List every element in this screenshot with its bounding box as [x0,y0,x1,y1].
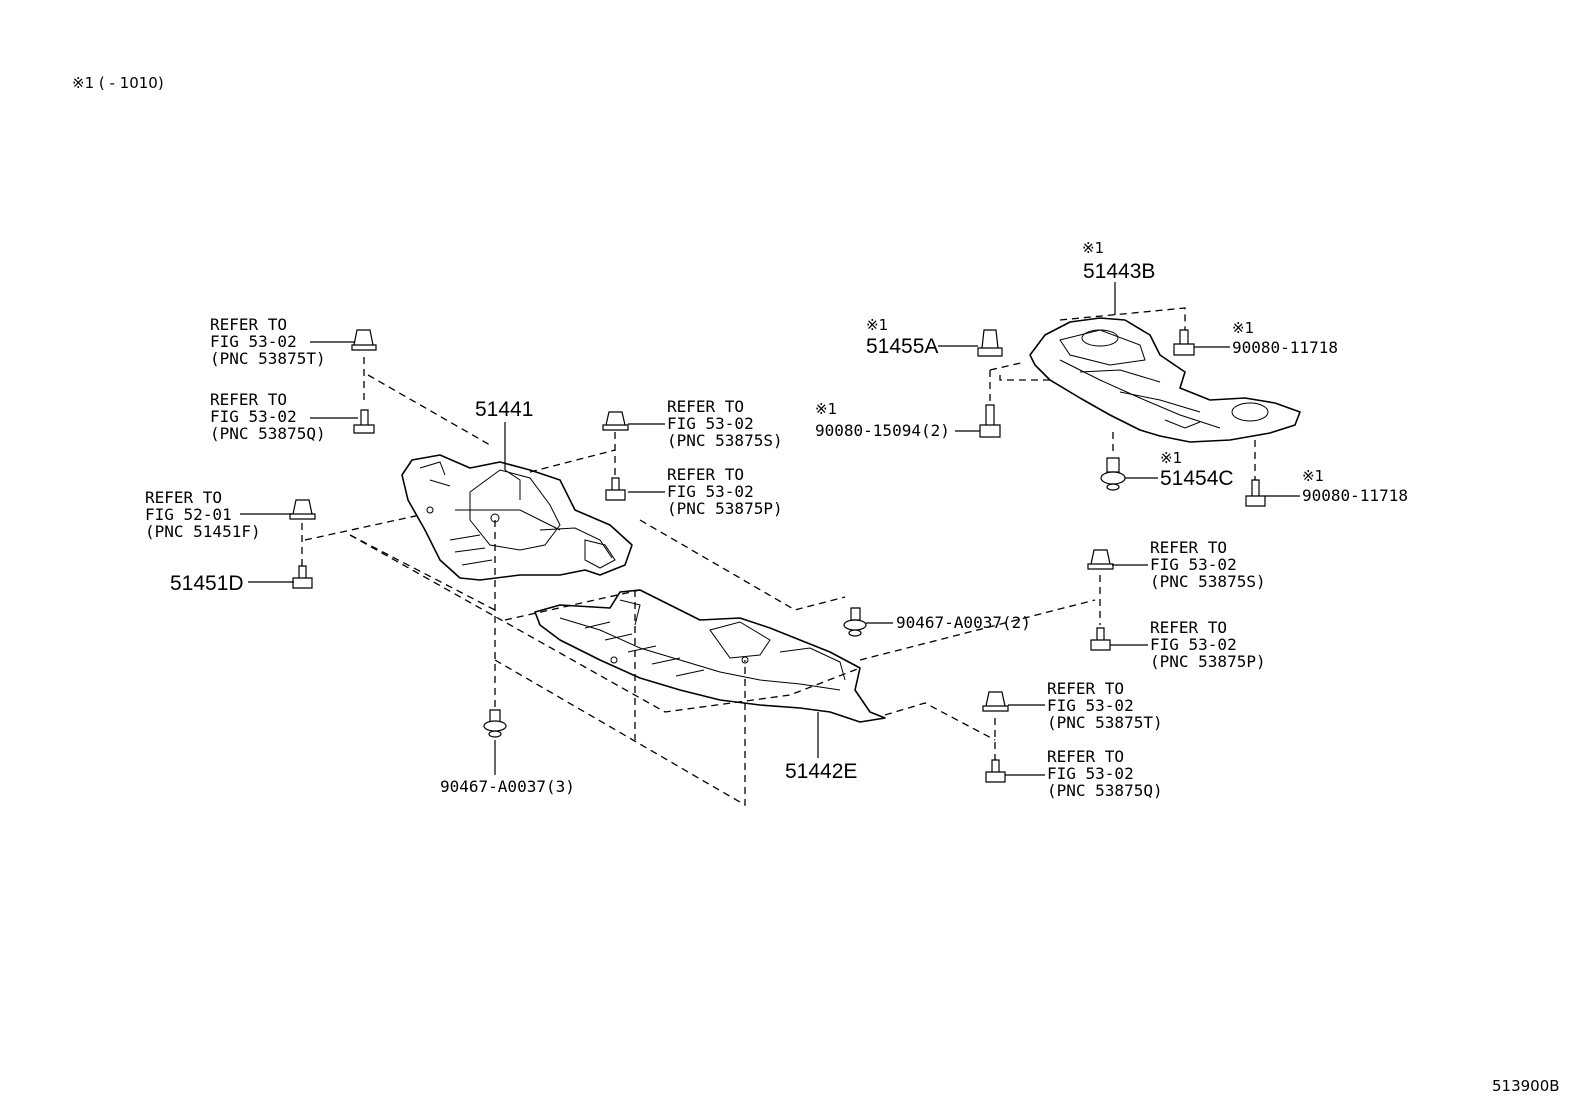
fastener-clip-51455a[interactable] [977,329,1003,357]
refer-to-label: REFER TO [1150,538,1227,557]
fig-ref: FIG 53-02 [1150,635,1237,654]
fastener-bolt-90080-11718-a[interactable] [1173,329,1195,356]
callout-53875t-top[interactable]: REFER TO FIG 53-02 (PNC 53875T) [210,315,326,368]
fastener-bolt-51451d[interactable] [292,565,313,589]
part-number-51454c[interactable]: 51454C [1160,467,1234,490]
fastener-bolt-53875p-right[interactable] [1090,627,1111,651]
note-mark-51455a: ※1 [866,316,888,334]
fastener-clip-53875t-top[interactable] [351,329,377,351]
fig-ref: FIG 53-02 [1047,764,1134,783]
callout-53875p-mid[interactable]: REFER TO FIG 53-02 (PNC 53875P) [667,465,783,518]
pnc-ref: (PNC 51451F) [145,522,261,541]
fig-ref: FIG 53-02 [1150,555,1237,574]
callout-53875s-mid[interactable]: REFER TO FIG 53-02 (PNC 53875S) [667,397,783,450]
refer-to-label: REFER TO [210,390,287,409]
fastener-clip-53875t-low[interactable] [982,691,1009,712]
part-51442e-center-under-cover[interactable] [530,585,890,725]
part-51443b-rear-under-cover[interactable] [1025,310,1305,445]
refer-to-label: REFER TO [1150,618,1227,637]
part-number-51442e[interactable]: 51442E [785,760,857,783]
note-mark-51443b: ※1 [1082,239,1104,257]
part-number-90080-11718-a[interactable]: 90080-11718 [1232,338,1338,357]
leader-lines [240,282,1300,776]
fastener-bolt-53875q-top[interactable] [353,409,375,434]
callout-53875p-right[interactable]: REFER TO FIG 53-02 (PNC 53875P) [1150,618,1266,671]
fastener-clip-53875s-right[interactable] [1087,549,1114,570]
pnc-ref: (PNC 53875P) [667,499,783,518]
part-number-51443b[interactable]: 51443B [1083,260,1155,283]
note-mark-51454c: ※1 [1160,449,1182,467]
refer-to-label: REFER TO [210,315,287,334]
part-number-51451d[interactable]: 51451D [170,572,244,595]
callout-53875s-right[interactable]: REFER TO FIG 53-02 (PNC 53875S) [1150,538,1266,591]
fig-ref: FIG 53-02 [1047,696,1134,715]
fig-ref: FIG 53-02 [667,414,754,433]
fastener-clip-90467-3[interactable] [483,709,507,738]
fastener-bolt-90080-15094[interactable] [979,404,1001,438]
pnc-ref: (PNC 53875Q) [210,424,326,443]
note-mark-90080-11718-b: ※1 [1302,467,1324,485]
assembly-lines [301,307,1256,807]
fastener-clip-51454c[interactable] [1100,457,1126,491]
part-51441-engine-under-cover[interactable] [400,450,635,585]
fig-ref: FIG 52-01 [145,505,232,524]
pnc-ref: (PNC 53875S) [667,431,783,450]
pnc-ref: (PNC 53875Q) [1047,781,1163,800]
fig-ref: FIG 53-02 [210,407,297,426]
fastener-clip-53875s-mid[interactable] [602,411,629,431]
fastener-clip-51451f[interactable] [289,499,316,520]
fig-ref: FIG 53-02 [667,482,754,501]
part-number-90080-11718-b[interactable]: 90080-11718 [1302,486,1408,505]
callout-53875q-low[interactable]: REFER TO FIG 53-02 (PNC 53875Q) [1047,747,1163,800]
part-number-90467-a0037-3[interactable]: 90467-A0037(3) [440,777,575,796]
refer-to-label: REFER TO [1047,747,1124,766]
note-mark-90080-15094: ※1 [815,400,837,418]
pnc-ref: (PNC 53875T) [210,349,326,368]
callout-53875q-top[interactable]: REFER TO FIG 53-02 (PNC 53875Q) [210,390,326,443]
fastener-bolt-53875q-low[interactable] [985,759,1006,783]
callout-51451f[interactable]: REFER TO FIG 52-01 (PNC 51451F) [145,488,261,541]
refer-to-label: REFER TO [667,397,744,416]
fig-ref: FIG 53-02 [210,332,297,351]
fastener-clip-90467-2[interactable] [843,607,867,637]
fastener-bolt-90080-11718-b[interactable] [1245,479,1266,507]
pnc-ref: (PNC 53875S) [1150,572,1266,591]
figure-code: 513900B [1492,1077,1560,1095]
refer-to-label: REFER TO [1047,679,1124,698]
pnc-ref: (PNC 53875T) [1047,713,1163,732]
part-number-51441[interactable]: 51441 [475,398,533,421]
fastener-bolt-53875p-mid[interactable] [605,477,626,501]
note-mark-90080-11718-a: ※1 [1232,319,1254,337]
part-number-90467-a0037-2[interactable]: 90467-A0037(2) [896,613,1031,632]
part-number-90080-15094[interactable]: 90080-15094(2) [815,421,950,440]
refer-to-label: REFER TO [145,488,222,507]
refer-to-label: REFER TO [667,465,744,484]
pnc-ref: (PNC 53875P) [1150,652,1266,671]
applicability-note: ※1 ( - 1010) [72,74,164,92]
callout-53875t-low[interactable]: REFER TO FIG 53-02 (PNC 53875T) [1047,679,1163,732]
part-number-51455a[interactable]: 51455A [866,335,938,358]
